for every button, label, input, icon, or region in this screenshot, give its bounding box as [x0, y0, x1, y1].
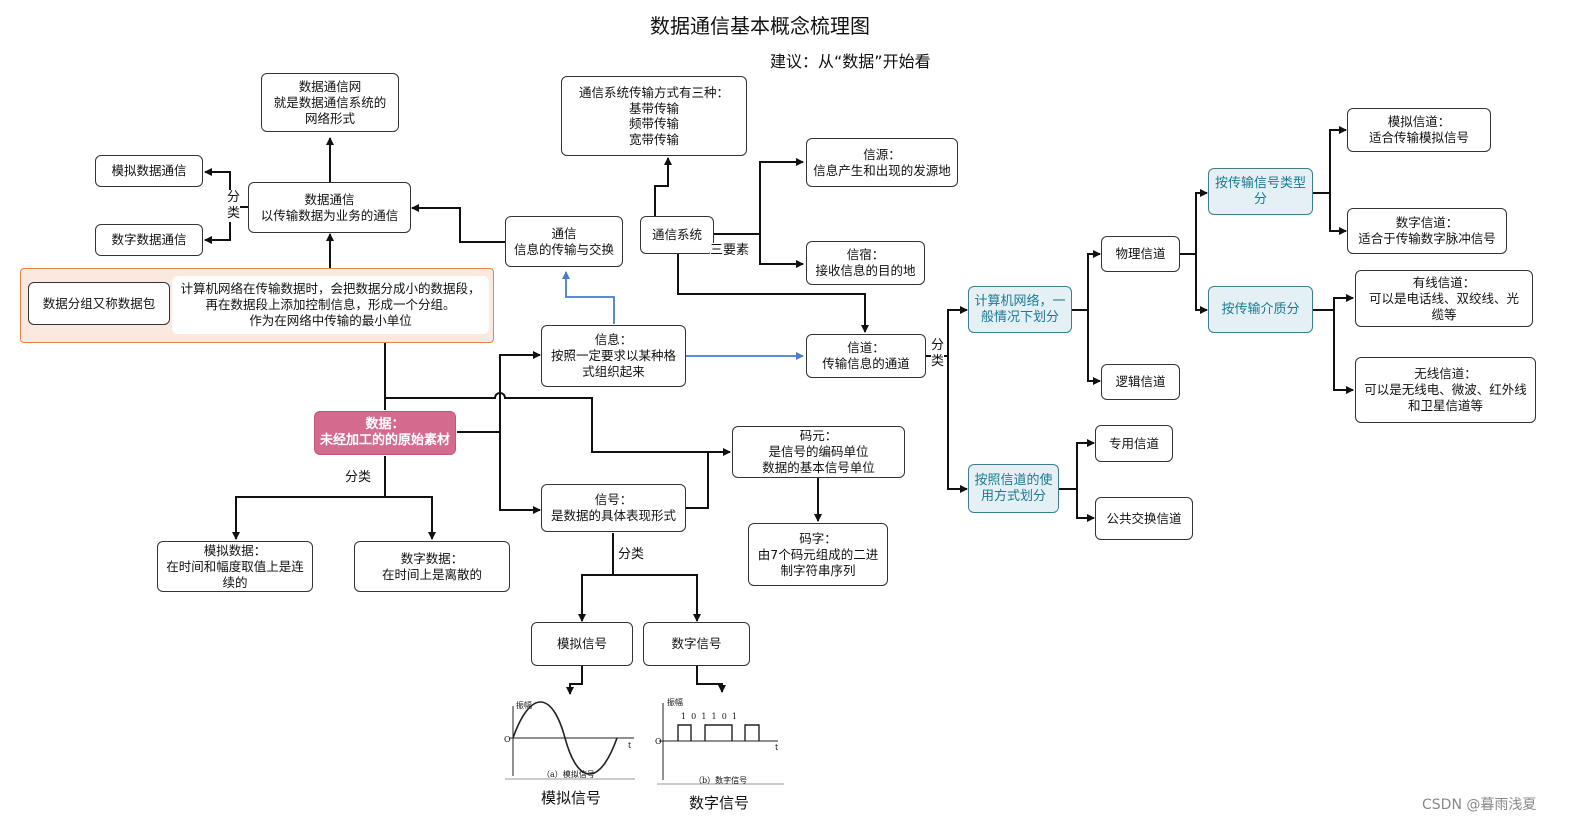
- node-signal[interactable]: 信号： 是数据的具体表现形式: [541, 484, 686, 532]
- node-analog-signal[interactable]: 模拟信号: [531, 622, 633, 666]
- node-digital-comm[interactable]: 数字数据通信: [95, 224, 203, 256]
- node-analog-channel[interactable]: 模拟信道： 适合传输模拟信号: [1347, 108, 1491, 152]
- node-codeword[interactable]: 码字： 由7个码元组成的二进 制字符串序列: [748, 523, 888, 586]
- node-dedicated-channel[interactable]: 专用信道: [1095, 425, 1173, 462]
- diagram-subtitle: 建议：从“数据”开始看: [770, 52, 931, 71]
- analog-waveform-figure: [505, 701, 635, 780]
- node-comm-system[interactable]: 通信系统: [640, 216, 714, 254]
- node-data-comm[interactable]: 数据通信 以传输数据为业务的通信: [248, 182, 411, 233]
- node-digital-channel[interactable]: 数字信道： 适合于传输数字脉冲信号: [1347, 208, 1507, 254]
- node-physical-channel[interactable]: 物理信道: [1101, 236, 1180, 272]
- node-public-channel[interactable]: 公共交换信道: [1095, 497, 1193, 540]
- label-three-elements: 三要素: [710, 243, 750, 259]
- label-classify-comm: 分 类: [227, 190, 241, 222]
- node-logical-channel[interactable]: 逻辑信道: [1101, 364, 1180, 400]
- watermark: CSDN @暮雨浅夏: [1422, 797, 1537, 813]
- node-analog-comm[interactable]: 模拟数据通信: [95, 155, 203, 187]
- node-wireless-channel[interactable]: 无线信道： 可以是无线电、微波、红外线 和卫星信道等: [1355, 357, 1536, 423]
- packet-note: 计算机网络在传输数据时，会把数据分成小的数据段， 再在数据段上添加控制信息，形成…: [172, 276, 489, 334]
- analog-origin-label: O: [504, 735, 511, 744]
- node-digital-signal[interactable]: 数字信号: [643, 622, 750, 666]
- analog-time-label: t: [628, 741, 632, 750]
- node-usage-division[interactable]: 按照信道的使 用方式划分: [968, 464, 1059, 513]
- node-network-division[interactable]: 计算机网络，一 般情况下划分: [968, 286, 1072, 333]
- node-digital-data[interactable]: 数字数据： 在时间上是离散的: [354, 541, 510, 592]
- caption-analog-signal: 模拟信号: [541, 789, 602, 807]
- digital-origin-label: O: [655, 737, 662, 746]
- node-comm[interactable]: 通信 信息的传输与交换: [505, 216, 623, 267]
- node-transmission-modes[interactable]: 通信系统传输方式有三种： 基带传输 频带传输 宽带传输: [561, 76, 747, 156]
- digital-time-label: t: [775, 743, 779, 752]
- label-classify-channel: 分 类: [931, 338, 945, 370]
- diagram-title: 数据通信基本概念梳理图: [650, 14, 870, 38]
- node-by-signal-type[interactable]: 按传输信号类型 分: [1208, 168, 1313, 215]
- digital-figure-caption: （b）数字信号: [694, 776, 748, 785]
- digital-bits-label: 1 0 1 1 0 1: [681, 712, 737, 721]
- label-classify-data: 分类: [345, 470, 372, 486]
- node-analog-data[interactable]: 模拟数据： 在时间和幅度取值上是连 续的: [157, 541, 313, 592]
- node-wired-channel[interactable]: 有线信道： 可以是电话线、双绞线、光 缆等: [1355, 270, 1533, 327]
- packet-node[interactable]: 数据分组又称数据包: [28, 282, 170, 325]
- node-sink[interactable]: 信宿： 接收信息的目的地: [806, 241, 925, 285]
- digital-amplitude-label: 振幅: [667, 698, 683, 707]
- digital-waveform-figure: [657, 703, 784, 785]
- caption-digital-signal: 数字信号: [689, 794, 750, 812]
- node-information[interactable]: 信息： 按照一定要求以某种格 式组织起来: [541, 325, 686, 387]
- node-source[interactable]: 信源： 信息产生和出现的发源地: [806, 138, 958, 187]
- analog-amplitude-label: 振幅: [516, 701, 532, 710]
- node-by-medium[interactable]: 按传输介质分: [1208, 286, 1313, 333]
- node-channel[interactable]: 信道： 传输信息的通道: [806, 334, 926, 378]
- label-classify-signal: 分类: [618, 547, 645, 563]
- node-network-def[interactable]: 数据通信网 就是数据通信系统的 网络形式: [261, 73, 399, 132]
- analog-figure-caption: （a）模拟信号: [542, 770, 595, 779]
- node-data[interactable]: 数据： 未经加工的的原始素材: [314, 411, 456, 455]
- node-code-element[interactable]: 码元： 是信号的编码单位 数据的基本信号单位: [732, 426, 905, 478]
